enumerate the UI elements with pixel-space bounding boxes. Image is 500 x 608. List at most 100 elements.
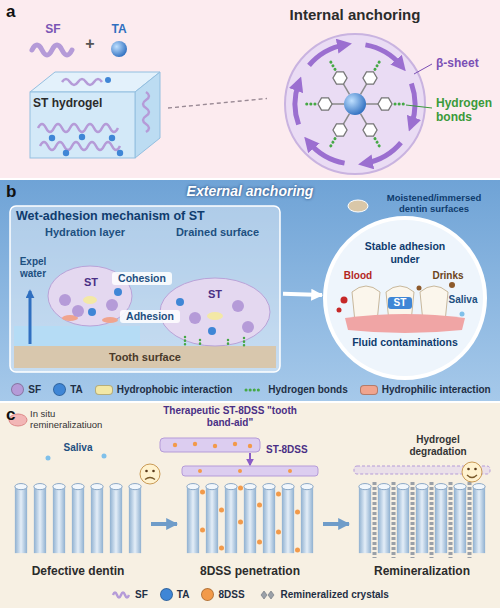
node-title: Stable adhesion under xyxy=(355,240,455,265)
node-title: Defective dentin xyxy=(8,564,148,578)
fluid-label: Drinks xyxy=(428,270,468,282)
dentin-tubule xyxy=(397,484,409,554)
fluid-label-holder: Blood xyxy=(340,270,376,282)
hydration-layer xyxy=(14,326,140,346)
fibroin-chain-sample xyxy=(113,592,129,597)
hydrogen-bond-dots xyxy=(185,337,244,346)
legend-item: Remineralized crystals xyxy=(257,589,389,601)
node-text-holder: External anchoring xyxy=(140,183,360,200)
8dss-dots xyxy=(198,469,300,553)
sad-tooth-face xyxy=(140,464,160,484)
legend-item: Hydrophobic interaction xyxy=(95,384,233,396)
blood-drop xyxy=(341,297,348,304)
node-title-holder: Remineralization xyxy=(352,564,492,578)
node-title-holder: Wet-adhesion mechanism of ST xyxy=(16,209,274,224)
dentin-tubule xyxy=(473,484,485,554)
structure-label: Hydrogen bonds xyxy=(436,96,498,125)
fibroin-strand xyxy=(38,124,118,132)
legend-item: SF xyxy=(11,383,41,396)
drink-drop xyxy=(417,286,422,291)
force-label: Cohesion xyxy=(112,272,172,285)
dentin-tubule xyxy=(244,484,256,554)
dentin-tubule xyxy=(15,484,27,554)
sf-sphere xyxy=(106,299,118,311)
8dss-dot xyxy=(238,486,243,491)
hydrophobic-patch xyxy=(207,312,223,320)
8dss-dot xyxy=(238,469,242,473)
expel-water-arrow xyxy=(29,291,32,344)
8dss-dot xyxy=(200,528,205,533)
dentin-tubule xyxy=(72,484,84,554)
panel-band: cDefective dentin8DSS penetrationReminer… xyxy=(0,403,500,608)
hydrogen-bond-dots xyxy=(227,340,230,346)
fluid-label-holder: Saliva xyxy=(446,294,480,306)
legend-text: Hydrophilic interaction xyxy=(382,384,491,396)
8dss-dot xyxy=(276,530,281,535)
leader-line xyxy=(406,105,432,108)
node-title-holder: Defective dentin xyxy=(8,564,148,578)
crystal-fill xyxy=(375,482,470,558)
mechanism-frame xyxy=(10,206,280,372)
fluid-label: Saliva xyxy=(446,294,480,306)
legend-text: 8DSS xyxy=(218,589,244,601)
crystal-fill xyxy=(411,482,415,558)
dentin-tubule xyxy=(34,484,46,554)
legend-swatch xyxy=(201,588,214,601)
dentin-tubule xyxy=(359,484,371,554)
ta-dot xyxy=(109,135,115,141)
product-label-holder: Therapeutic ST-8DSS "tooth band-aid" xyxy=(150,405,310,429)
saliva-drop xyxy=(460,312,465,317)
material-label: ST xyxy=(204,288,226,301)
legend-text: TA xyxy=(70,384,83,396)
8dss-dot xyxy=(257,503,262,508)
gum xyxy=(345,314,465,333)
flow-arrow xyxy=(151,522,177,526)
face-eye xyxy=(467,468,470,471)
face-eye xyxy=(152,470,155,473)
state-label: Hydration layer xyxy=(30,226,140,239)
legend-row: SF TA 8DSS Remineralized crystals xyxy=(60,588,440,601)
hydrogen-bond-dots xyxy=(184,337,187,346)
state-label: Drained surface xyxy=(160,226,275,239)
ta-dot xyxy=(49,135,55,141)
hydrophilic-patch xyxy=(102,317,118,323)
node-title-holder: b xyxy=(6,182,24,202)
ta-sphere xyxy=(88,308,96,316)
dentin-tubule xyxy=(129,484,141,554)
legend-text: SF xyxy=(135,589,148,601)
legend-swatch xyxy=(160,588,173,601)
leader-line xyxy=(414,64,432,74)
apply-arrow xyxy=(249,453,251,465)
tooth-band-aid xyxy=(160,438,260,452)
sf-sphere xyxy=(242,321,254,333)
legend-swatch xyxy=(95,385,113,395)
hydrogel-front xyxy=(30,92,135,158)
sf-sphere xyxy=(189,312,201,324)
flow-arrow xyxy=(323,522,349,526)
structure-label-holder: Hydrogen bonds xyxy=(436,96,498,125)
face-eye xyxy=(145,470,148,473)
crystal-fill xyxy=(430,482,434,558)
sf-sphere xyxy=(72,305,84,317)
blood-drop xyxy=(337,308,342,313)
legend-item: TA xyxy=(160,588,190,601)
8dss-dot xyxy=(200,490,205,495)
legend-item: Hydrophilic interaction xyxy=(360,384,491,396)
hydrogen-bond-dots xyxy=(199,340,202,346)
material-label: ST-8DSS xyxy=(266,444,322,456)
dentin-tubule xyxy=(187,484,199,554)
dentin-tubule xyxy=(110,484,122,554)
node-text: External anchoring xyxy=(140,183,360,200)
ta-arm xyxy=(295,84,344,125)
process-label: Hydrogel degradation xyxy=(396,434,480,458)
8dss-dot xyxy=(233,442,237,446)
force-label: Adhesion xyxy=(120,310,180,323)
process-label: In situ remineralizatiuon xyxy=(30,408,122,431)
component-label: TA xyxy=(102,22,136,36)
8dss-dot xyxy=(295,548,300,553)
crystal-fill xyxy=(449,482,453,558)
panel-ground xyxy=(0,403,500,608)
node-text-holder: Fluid contaminations xyxy=(343,336,467,349)
structure-label: β-sheet xyxy=(436,56,498,70)
8dss-dot xyxy=(238,520,243,525)
